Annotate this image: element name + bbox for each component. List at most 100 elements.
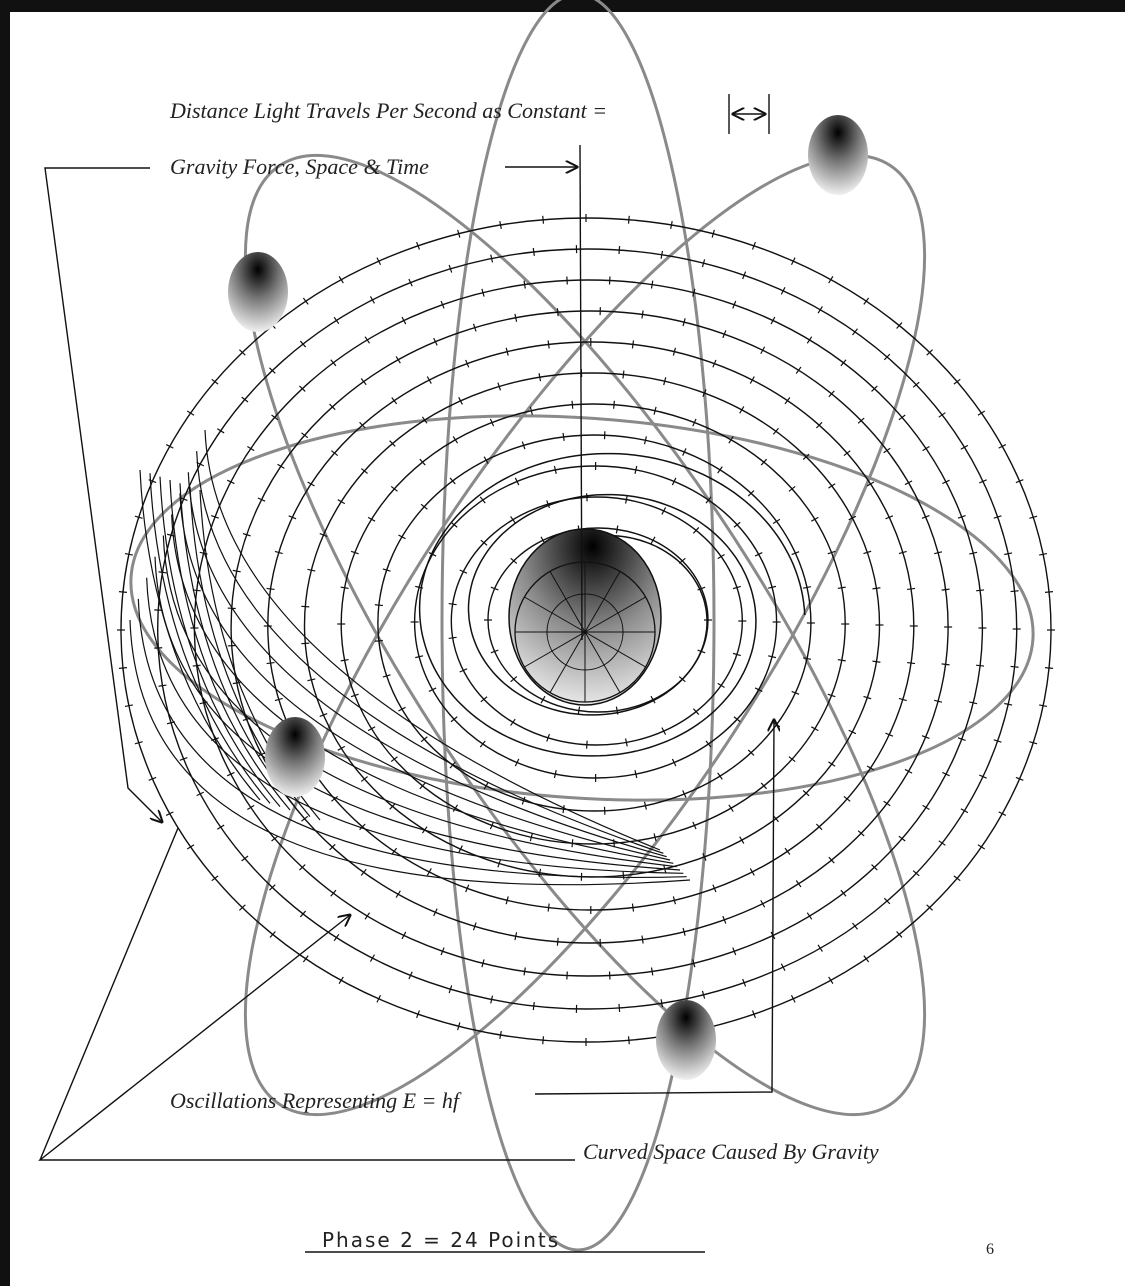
oscillation-tick bbox=[957, 515, 966, 519]
oscillation-tick bbox=[904, 768, 913, 774]
oscillation-tick bbox=[523, 280, 526, 289]
oscillation-tick bbox=[277, 463, 285, 469]
oscillation-tick bbox=[585, 493, 588, 502]
oscillation-tick bbox=[863, 955, 870, 963]
oscillation-tick bbox=[542, 1036, 545, 1045]
oscillation-tick bbox=[480, 539, 488, 546]
oscillation-tick bbox=[457, 1022, 461, 1031]
oscillation-tick bbox=[866, 765, 875, 771]
oscillations-label: Oscillations Representing E = hf bbox=[170, 1088, 462, 1113]
oscillation-tick bbox=[788, 485, 796, 492]
oscillation-tick bbox=[307, 678, 316, 682]
oscillation-tick bbox=[514, 477, 520, 486]
oscillation-tick bbox=[271, 835, 279, 842]
oscillation-tick bbox=[896, 931, 903, 938]
oscillation-tick bbox=[489, 418, 495, 427]
oscillation-tick bbox=[118, 667, 128, 669]
oscillation-tick bbox=[449, 477, 456, 485]
oscillation-tick bbox=[192, 664, 201, 667]
core-spoke bbox=[584, 571, 621, 633]
oscillation-tick bbox=[784, 397, 791, 405]
oscillation-tick bbox=[448, 264, 453, 273]
oscillation-tick bbox=[390, 756, 398, 763]
oscillation-tick bbox=[538, 373, 542, 382]
oscillation-tick bbox=[301, 605, 310, 608]
oscillation-tick bbox=[452, 804, 459, 812]
curved-space-line bbox=[204, 429, 661, 851]
oscillation-tick bbox=[514, 313, 518, 322]
oscillation-tick bbox=[359, 421, 366, 429]
oscillation-tick bbox=[742, 271, 747, 280]
oscillation-tick bbox=[330, 889, 337, 897]
electron-sphere-left bbox=[265, 717, 325, 797]
oscillation-tick bbox=[802, 790, 810, 797]
oscillation-tick bbox=[211, 875, 219, 882]
oscillation-tick bbox=[634, 465, 638, 474]
oscillation-tick bbox=[319, 713, 328, 718]
curved-space-line bbox=[187, 472, 667, 858]
left-border-bar bbox=[0, 0, 10, 1286]
oscillation-tick bbox=[211, 515, 220, 519]
oscillation-tick bbox=[553, 770, 557, 779]
oscillation-tick bbox=[562, 805, 565, 814]
oscillation-tick bbox=[337, 499, 346, 505]
oscillation-tick bbox=[448, 636, 457, 640]
oscillation-tick bbox=[751, 1010, 756, 1019]
oscillation-tick bbox=[556, 937, 559, 946]
oscillation-tick bbox=[906, 587, 916, 591]
oscillation-tick bbox=[998, 811, 1007, 816]
oscillation-tick bbox=[733, 521, 741, 528]
oscillation-tick bbox=[499, 1030, 502, 1040]
oscillation-tick bbox=[872, 660, 881, 663]
oscillation-tick bbox=[426, 376, 432, 384]
oscillation-tick bbox=[631, 340, 635, 349]
oscillation-tick bbox=[627, 215, 630, 224]
oscillation-tick bbox=[479, 496, 486, 504]
callout-lines bbox=[37, 94, 774, 1253]
oscillation-tick bbox=[722, 915, 727, 924]
oscillation-tick bbox=[382, 674, 391, 678]
oscillation-tick bbox=[863, 695, 872, 700]
oscillation-tick bbox=[641, 935, 644, 944]
oscillation-tick bbox=[479, 740, 486, 748]
oscillation-tick bbox=[483, 456, 489, 464]
oscillation-tick bbox=[921, 735, 930, 739]
oscillation-tick bbox=[497, 382, 502, 391]
oscillation-tick bbox=[505, 896, 509, 905]
oscillation-tick bbox=[732, 652, 741, 657]
oscillation-tick bbox=[969, 701, 978, 705]
oscillation-tick bbox=[532, 247, 535, 256]
oscillation-tick bbox=[815, 823, 823, 831]
oscillation-tick bbox=[817, 306, 823, 314]
oscillation-tick bbox=[369, 296, 375, 304]
oscillation-tick bbox=[271, 414, 279, 421]
oscillation-tick bbox=[768, 655, 777, 659]
oscillation-tick bbox=[770, 316, 776, 325]
oscillation-tick bbox=[670, 220, 673, 230]
oscillation-tick bbox=[705, 740, 712, 748]
electron-sphere-top-right bbox=[808, 115, 868, 195]
core-spoke bbox=[584, 631, 646, 668]
oscillation-tick bbox=[784, 847, 791, 855]
oscillation-tick bbox=[1015, 479, 1024, 484]
oscillation-tick bbox=[577, 706, 581, 715]
oscillation-tick bbox=[885, 732, 894, 737]
oscillation-tick bbox=[1004, 702, 1013, 706]
oscillation-tick bbox=[389, 803, 396, 810]
oscillation-tick bbox=[401, 316, 407, 325]
oscillation-tick bbox=[827, 693, 836, 698]
oscillation-tick bbox=[711, 229, 715, 238]
oscillation-tick bbox=[395, 890, 401, 898]
oscillation-tick bbox=[857, 417, 865, 424]
oscillation-tick bbox=[465, 884, 470, 893]
oscillation-tick bbox=[546, 733, 550, 742]
oscillation-tick bbox=[398, 706, 406, 712]
oscillation-tick bbox=[179, 757, 188, 761]
oscillation-tick bbox=[415, 655, 424, 659]
oscillation-tick bbox=[717, 772, 723, 780]
oscillation-tick bbox=[369, 954, 375, 962]
oscillation-tick bbox=[898, 835, 906, 842]
oscillation-tick bbox=[226, 479, 235, 485]
oscillation-tick bbox=[760, 458, 768, 466]
oscillation-tick bbox=[663, 377, 667, 386]
